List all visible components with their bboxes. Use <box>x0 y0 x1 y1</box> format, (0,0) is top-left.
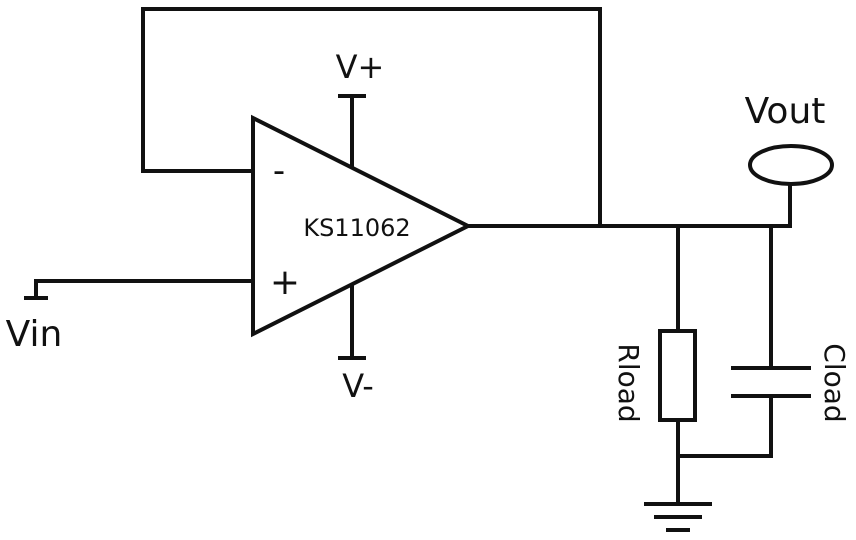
capacitor-junction <box>769 224 773 228</box>
output-terminal <box>748 144 834 186</box>
load-resistor-label: Rload <box>612 343 645 422</box>
capacitor-bottom-wire <box>676 394 773 458</box>
inverting-input-sign: - <box>273 151 285 191</box>
feedback-wire <box>141 7 602 228</box>
negative-supply-label: V- <box>342 367 374 405</box>
noninverting-input-sign: + <box>270 262 300 303</box>
opamp-body <box>251 114 473 338</box>
load-capacitor-label: Cload <box>818 343 851 422</box>
opamp-part-label: KS11062 <box>303 214 410 242</box>
input-wire <box>34 279 255 300</box>
resistor-junction <box>676 224 680 228</box>
ground-icon <box>644 502 712 532</box>
load-resistor <box>658 329 697 422</box>
output-label: Vout <box>745 91 826 132</box>
feedback-junction <box>598 224 602 228</box>
input-label: Vin <box>6 314 63 355</box>
positive-supply-label: V+ <box>336 48 385 86</box>
